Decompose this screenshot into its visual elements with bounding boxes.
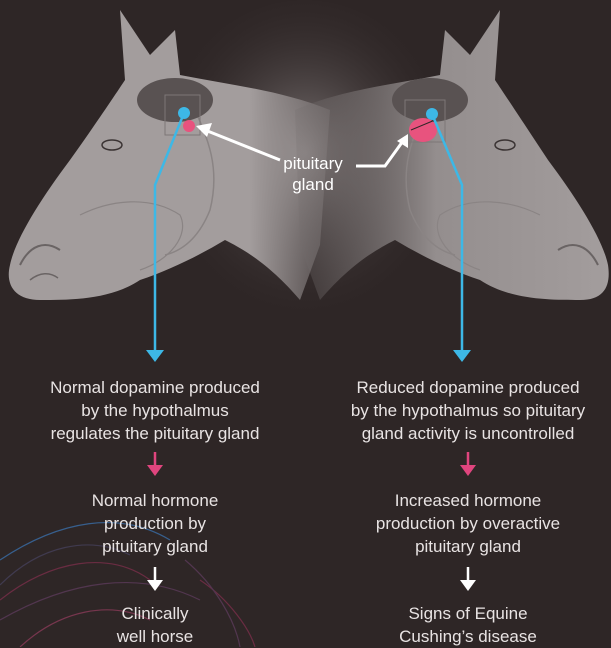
pituitary-gland-label: pituitary gland [263,153,363,195]
right-white-arrow [460,567,476,591]
right-step2-text: Increased hormone production by overacti… [318,489,611,558]
left-pink-arrow [147,452,163,476]
left-step3-text: Clinically well horse [5,602,305,648]
left-step2-text: Normal hormone production by pituitary g… [5,489,305,558]
left-step1-text: Normal dopamine produced by the hypothal… [5,376,305,445]
right-pituitary-marker [409,118,437,142]
right-step3-text: Signs of Equine Cushing’s disease [318,602,611,648]
left-pituitary-marker [183,120,195,132]
right-pink-arrow [460,452,476,476]
right-step1-text: Reduced dopamine produced by the hypotha… [318,376,611,445]
